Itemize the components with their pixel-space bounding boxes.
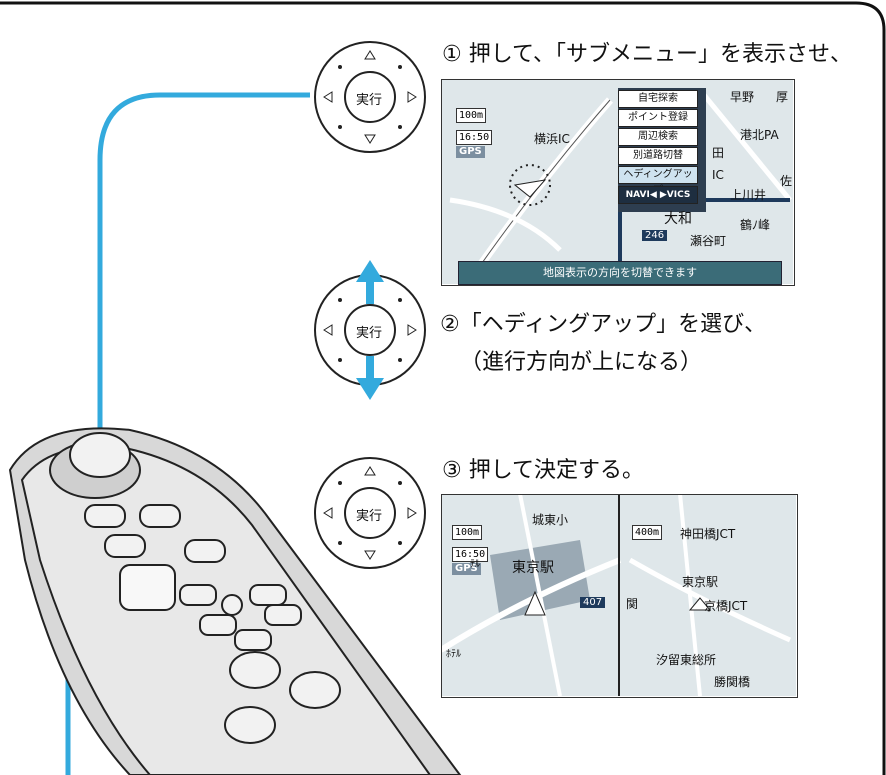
menu-item-route[interactable]: 別道路切替 [618,147,698,165]
place-label: 汐留東総所 [656,653,717,667]
place-label: 関 [626,597,639,611]
place-label: 港北PA [740,128,779,142]
place-label: 上川井 [730,188,767,202]
step-2-note: （進行方向が上になる） [460,350,703,375]
arrow-down-icon [366,356,374,378]
place-label: ﾎﾃﾙ [446,649,461,660]
joystick-3 [314,457,426,569]
vehicle-icon [513,179,547,198]
scale-indicator-left: 100m [452,525,483,540]
scale-indicator: 100m [456,108,487,123]
place-label: 早野 [730,90,755,104]
place-label: 横浜IC [534,132,570,146]
place-label: ﾃﾙ [470,559,480,570]
place-label: 鶴ﾉ峰 [740,218,771,232]
place-label: 大和 [664,211,692,227]
status-bar: 地図表示の方向を切替できます [458,261,782,285]
joystick-1-label[interactable]: 実行 [356,93,383,108]
place-label: IC [712,168,724,182]
place-label: 城東小 [532,513,569,527]
joystick-2 [314,260,426,400]
submenu: 自宅探索 ポイント登録 周辺検索 別道路切替 ヘディングアップ NAVI◀ ▶V… [618,88,706,212]
place-label: 田 [712,146,725,160]
menu-item-point[interactable]: ポイント登録 [618,109,698,127]
joystick-2-label[interactable]: 実行 [356,326,383,341]
place-label: 厚 [776,90,789,104]
place-label: 佐 [780,174,793,188]
arrow-up-icon [366,282,374,304]
joystick-3-label[interactable]: 実行 [356,509,383,524]
place-label: 瀬谷町 [690,234,727,248]
menu-item-heading-up[interactable]: ヘディングアップ [618,166,698,196]
map2-roads [439,493,796,697]
place-label: 勝関橋 [714,675,751,689]
gps-indicator: GPS [456,146,485,158]
map1-roads [441,79,793,284]
vehicle-icon-3 [688,597,712,611]
step-1-text: ① 押して、「サブメニュー」を表示させ、 [442,42,852,67]
navi-vics-toggle[interactable]: NAVI◀ ▶VICS [618,186,698,204]
remote-controller [8,427,462,775]
route-number: 407 [580,597,606,608]
clock: 16:50 [456,130,493,145]
place-label: 東京駅 [512,560,554,576]
step-3-text: ③ 押して決定する。 [442,458,645,483]
gps-indicator-left: GPS [452,563,481,575]
menu-item-nearby[interactable]: 周辺検索 [618,128,698,146]
menu-item-home[interactable]: 自宅探索 [618,90,698,108]
step-2-text: ②「ヘディングアップ」を選び、 [440,312,767,337]
place-label: 京橋JCT [704,599,748,613]
scale-indicator-right: 400m [632,525,663,540]
cable-top [97,92,310,440]
clock-left: 16:50 [452,547,489,562]
route-number: 246 [642,230,668,241]
place-label: 神田橋JCT [680,527,736,541]
map-screen-2: 100m 16:50 GPS 城東小 東京駅 407 ﾃﾙ ﾎﾃﾙ 400m 神… [441,494,798,698]
vehicle-icon-2 [524,590,546,616]
place-label: 東京駅 [682,575,719,589]
map-screen-1: 100m 16:50 GPS 自宅探索 ポイント登録 周辺検索 別道路切替 ヘデ… [441,79,795,286]
joystick-1 [314,41,426,153]
